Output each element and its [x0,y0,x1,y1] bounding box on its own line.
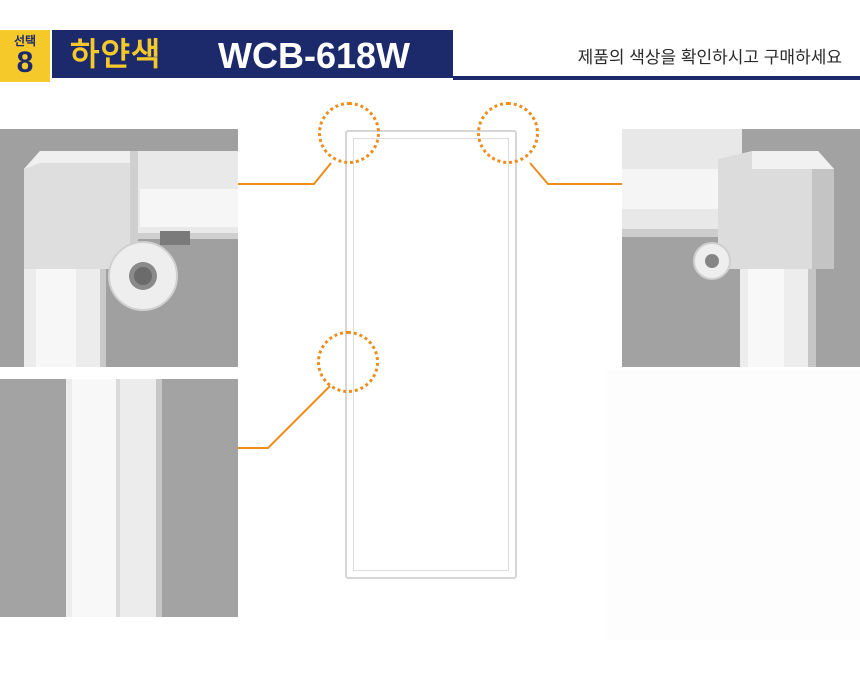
corner-detail-photo-top-left [0,129,238,367]
title-banner: 하얀색 WCB-618W [52,30,453,78]
callout-circle-top-right [477,102,539,164]
callout-circle-top-left [318,102,380,164]
rail-detail-photo [0,379,238,617]
model-name: WCB-618W [218,35,411,76]
color-name: 하얀색 [70,36,162,72]
purchase-notice: 제품의 색상을 확인하시고 구매하세요 [577,48,842,67]
corner-detail-photo-top-right [622,129,860,367]
option-label: 선택 [13,34,37,48]
header-underline [453,76,860,80]
option-badge: 선택 8 [0,30,50,82]
blank-photo-panel [606,370,860,640]
callout-circle-left-rail [317,331,379,393]
option-number: 8 [16,46,34,79]
